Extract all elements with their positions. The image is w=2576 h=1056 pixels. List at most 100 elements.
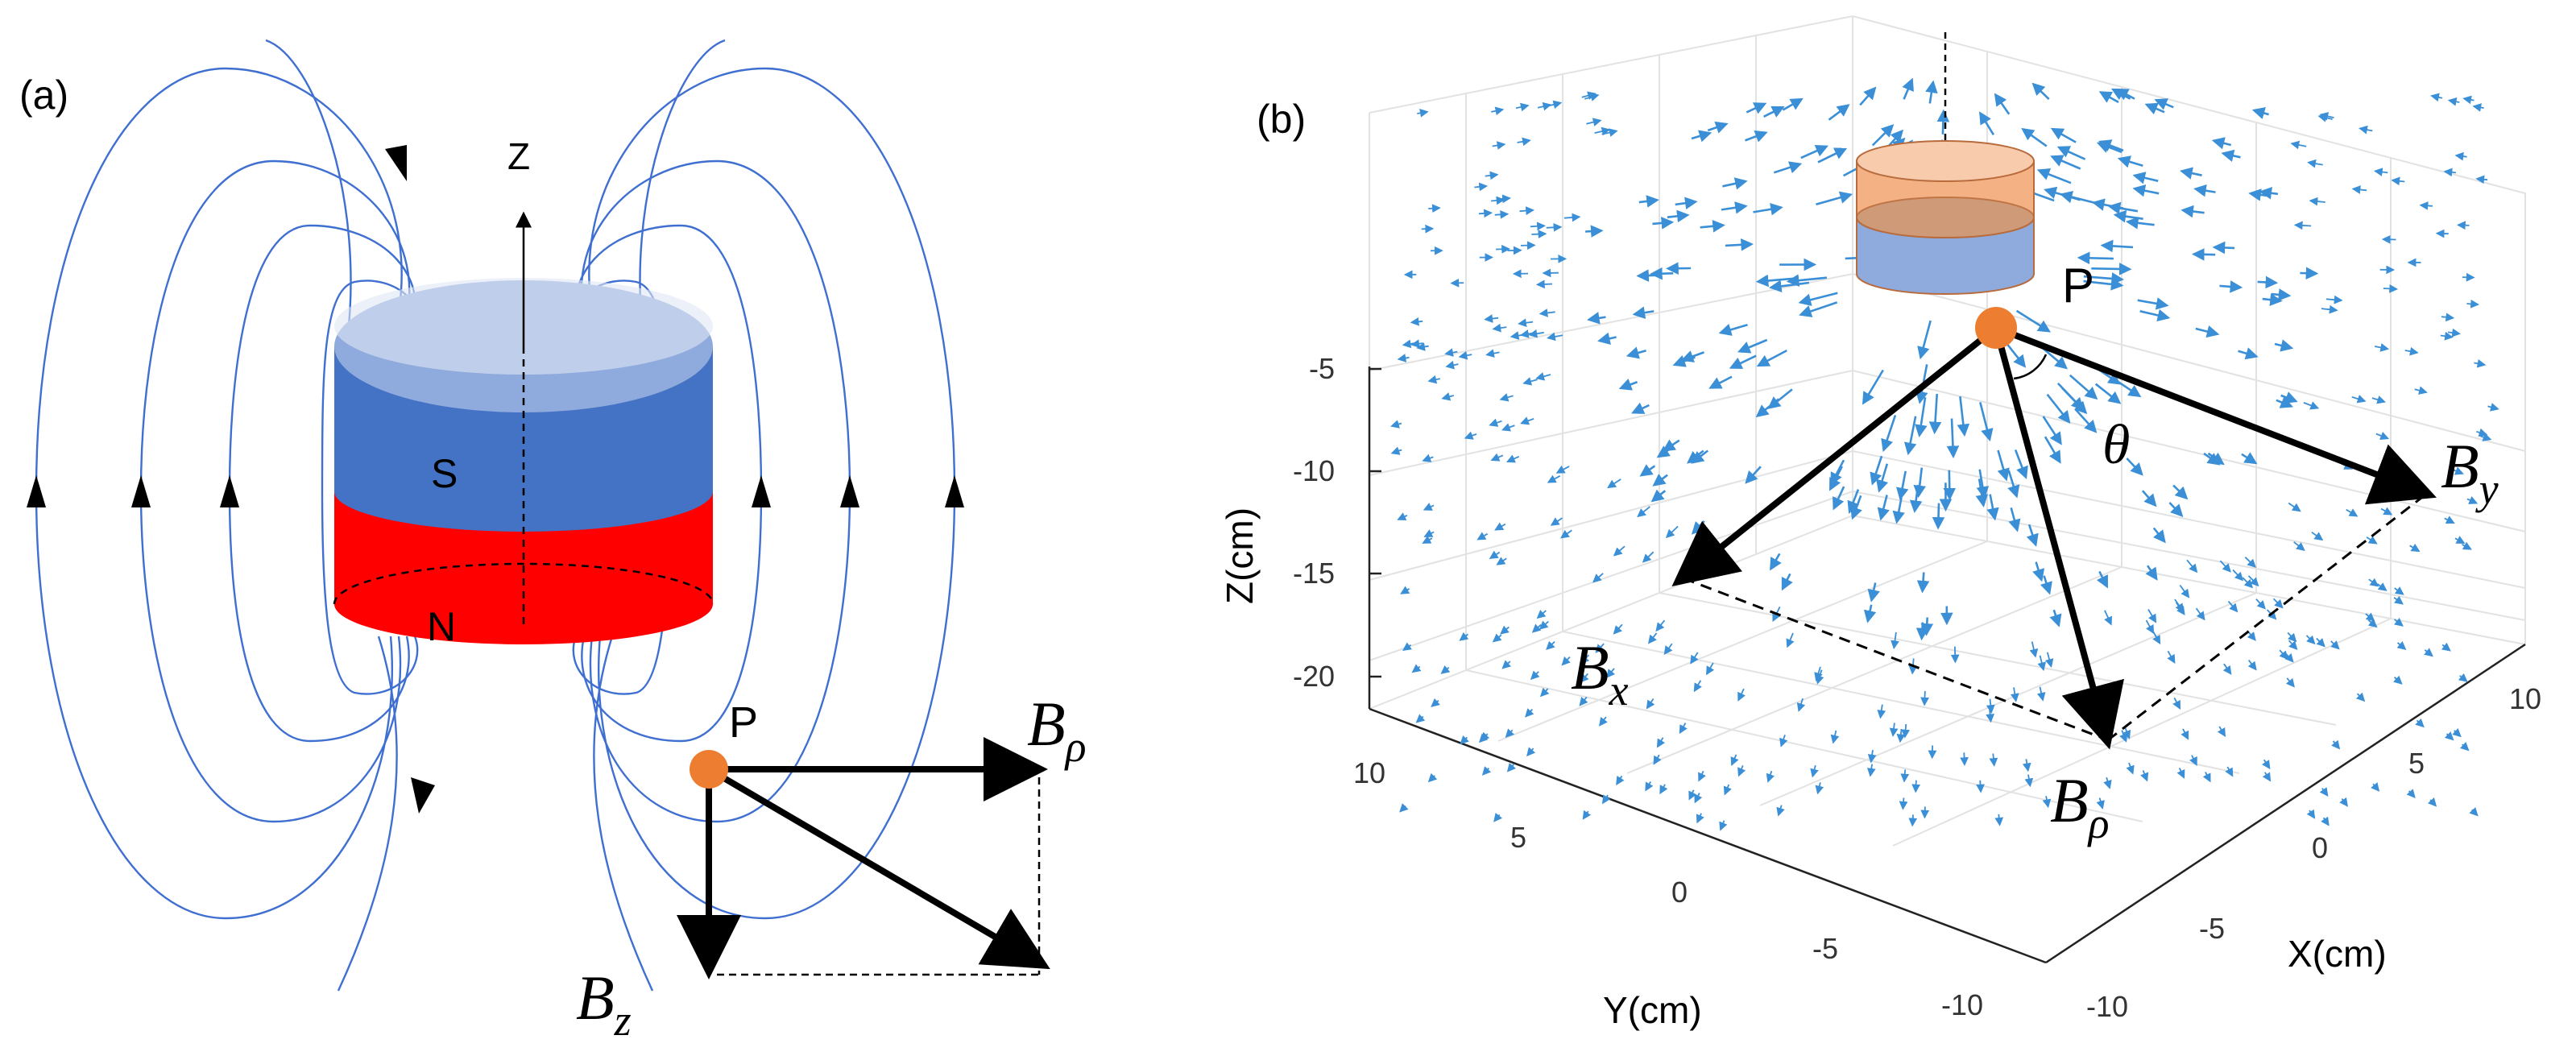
quiver-arrow — [2272, 598, 2284, 609]
grid-h-2 — [1369, 369, 2526, 532]
quiver-arrow — [2241, 452, 2258, 465]
quiver-arrow — [1526, 747, 1536, 757]
quiver-arrow — [2293, 221, 2312, 230]
quiver-arrow — [2117, 155, 2143, 168]
grid-h-4 — [1369, 490, 2526, 661]
quiver-arrow — [2036, 168, 2072, 184]
quiver-arrow — [2244, 557, 2256, 568]
quiver-arrow — [2225, 766, 2234, 777]
quiver-arrow — [2141, 490, 2157, 507]
quiver-arrow — [1491, 196, 1505, 205]
quiver-arrow — [2330, 640, 2340, 650]
grid-floor-7 — [1892, 618, 2392, 847]
quiver-arrow — [2248, 188, 2268, 201]
panel-a: (a) — [19, 39, 1087, 1045]
point-p-a-label: P — [729, 698, 758, 747]
quiver-arrow — [2274, 339, 2294, 352]
quiver-arrow — [2094, 383, 2122, 404]
arrowhead-up-3 — [220, 475, 239, 507]
quiver-arrow — [1655, 619, 1666, 632]
y-tick-label-1: 10 — [1353, 756, 1385, 789]
quiver-arrow — [1722, 177, 1748, 190]
quiver-arrow — [2305, 635, 2316, 645]
quiver-arrow — [1817, 147, 1848, 164]
quiver-arrow — [1718, 323, 1748, 336]
quiver-arrow — [1917, 320, 1932, 360]
quiver-arrow — [2091, 198, 2124, 211]
quiver-arrow — [1911, 780, 1921, 793]
quiver-arrow — [2255, 598, 2266, 610]
quiver-arrow — [1422, 453, 1434, 462]
magnet-b-top-face — [1856, 140, 2035, 182]
quiver-arrow — [1517, 137, 1531, 147]
quiver-arrow — [2319, 787, 2329, 797]
quiver-arrow — [1663, 643, 1673, 656]
quiver-arrow — [1518, 318, 1534, 328]
quiver-arrow — [1908, 814, 1918, 827]
quiver-arrow — [1994, 814, 2004, 826]
quiver-arrow — [2472, 103, 2484, 112]
quiver-arrow — [1833, 486, 1845, 511]
quiver-arrow — [1915, 622, 1929, 641]
quiver-arrow — [2381, 234, 2396, 244]
quiver-arrow — [1815, 782, 1824, 795]
quiver-arrow — [1597, 332, 1617, 345]
quiver-arrow — [1492, 141, 1506, 150]
quiver-arrow — [1638, 195, 1659, 208]
quiver-arrow — [1478, 733, 1489, 743]
angle-arc — [2013, 354, 2048, 380]
quiver-arrow — [2351, 185, 2367, 194]
quiver-arrow — [1986, 708, 1994, 723]
quiver-arrow — [2447, 97, 2460, 106]
quiver-arrow — [1560, 529, 1572, 539]
quiver-arrow — [2259, 187, 2279, 200]
quiver-arrow — [2227, 600, 2238, 613]
quiver-arrow — [1410, 317, 1423, 326]
quiver-arrow — [2137, 297, 2169, 310]
quiver-arrow — [1770, 553, 1782, 571]
quiver-arrow — [2367, 619, 2378, 628]
quiver-arrow — [1616, 775, 1625, 786]
x-tick-label-4: -5 — [2199, 912, 2225, 945]
quiver-arrow — [1397, 512, 1408, 521]
quiver-arrow — [2050, 155, 2081, 170]
magnet-b-mid-face — [1856, 197, 2035, 238]
quiver-arrow — [2331, 739, 2341, 750]
quiver-arrow — [1646, 698, 1655, 710]
quiver-arrow — [1652, 474, 1668, 487]
quiver-arrow — [2276, 396, 2294, 408]
quiver-arrow — [1721, 201, 1748, 214]
quiver-arrow — [1400, 586, 1410, 594]
quiver-arrow — [1444, 348, 1458, 357]
label-b-rho-a: Bρ — [1027, 689, 1087, 771]
quiver-arrow — [1582, 810, 1592, 820]
quiver-arrow — [1763, 106, 1785, 118]
quiver-arrow — [2251, 106, 2269, 119]
quiver-arrow — [1417, 109, 1429, 118]
quiver-arrow — [2280, 391, 2298, 404]
quiver-arrow — [2371, 782, 2380, 792]
quiver-arrow — [1528, 329, 1544, 338]
quiver-arrow — [1607, 478, 1621, 489]
quiver-arrow — [1637, 506, 1650, 518]
quiver-arrow — [1828, 104, 1850, 121]
quiver-arrow — [2355, 692, 2366, 702]
quiver-arrow — [1708, 375, 1733, 389]
quiver-arrow — [2026, 524, 2039, 547]
x-tick-label-1: 10 — [2509, 682, 2541, 715]
quiver-arrow — [2303, 401, 2320, 410]
quiver-arrow — [2454, 151, 2467, 161]
quiver-arrow — [2217, 726, 2226, 738]
panel-b-label: (b) — [1257, 97, 1306, 142]
quiver-arrow — [2288, 640, 2298, 651]
quiver-arrow — [2103, 776, 2112, 789]
quiver-arrow — [2469, 806, 2479, 817]
quiver-arrow — [1539, 620, 1549, 630]
quiver-arrow — [2046, 393, 2071, 424]
quiver-arrow — [1585, 225, 1604, 238]
quiver-arrow — [1390, 446, 1402, 455]
quiver-arrow — [1580, 673, 1589, 683]
quiver-arrow — [1698, 770, 1706, 782]
arrowhead-up-5 — [840, 475, 859, 507]
y-axis-line — [1369, 707, 2047, 964]
